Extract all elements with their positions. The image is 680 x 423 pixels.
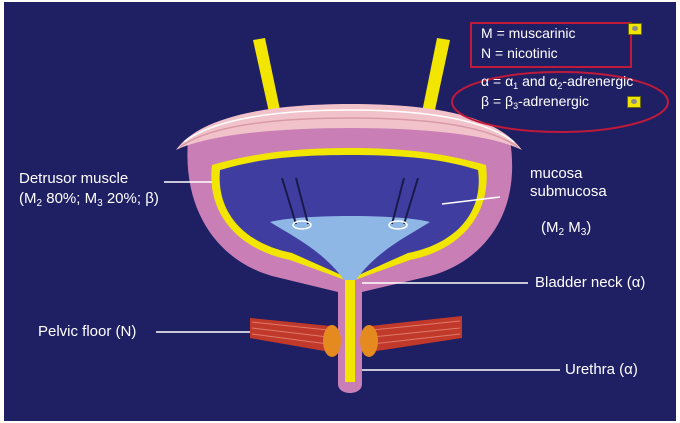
urethra-label: Urethra (α) — [565, 361, 638, 379]
submucosa-label: submucosa — [530, 183, 607, 201]
mucosa-receptors-label: (M2 M3) — [541, 219, 591, 237]
monitor-icon — [628, 23, 642, 35]
detrusor-receptors-label: (M2 80%; M3 20%; β) — [19, 190, 159, 208]
sphincter-right — [360, 325, 378, 357]
detrusor-muscle-label: Detrusor muscle — [19, 170, 128, 188]
legend-alpha: α = α1 and α2-adrenergic — [481, 73, 633, 90]
legend-nicotinic: N = nicotinic — [481, 45, 558, 62]
monitor-icon — [627, 96, 641, 108]
mucosa-label: mucosa — [530, 165, 583, 183]
legend-beta: β = β3-adrenergic — [481, 93, 589, 110]
bladder-neck-label: Bladder neck (α) — [535, 274, 645, 292]
sphincter-left — [323, 325, 341, 357]
pelvic-floor-label: Pelvic floor (N) — [38, 323, 136, 341]
legend-muscarinic: M = muscarinic — [481, 25, 576, 42]
